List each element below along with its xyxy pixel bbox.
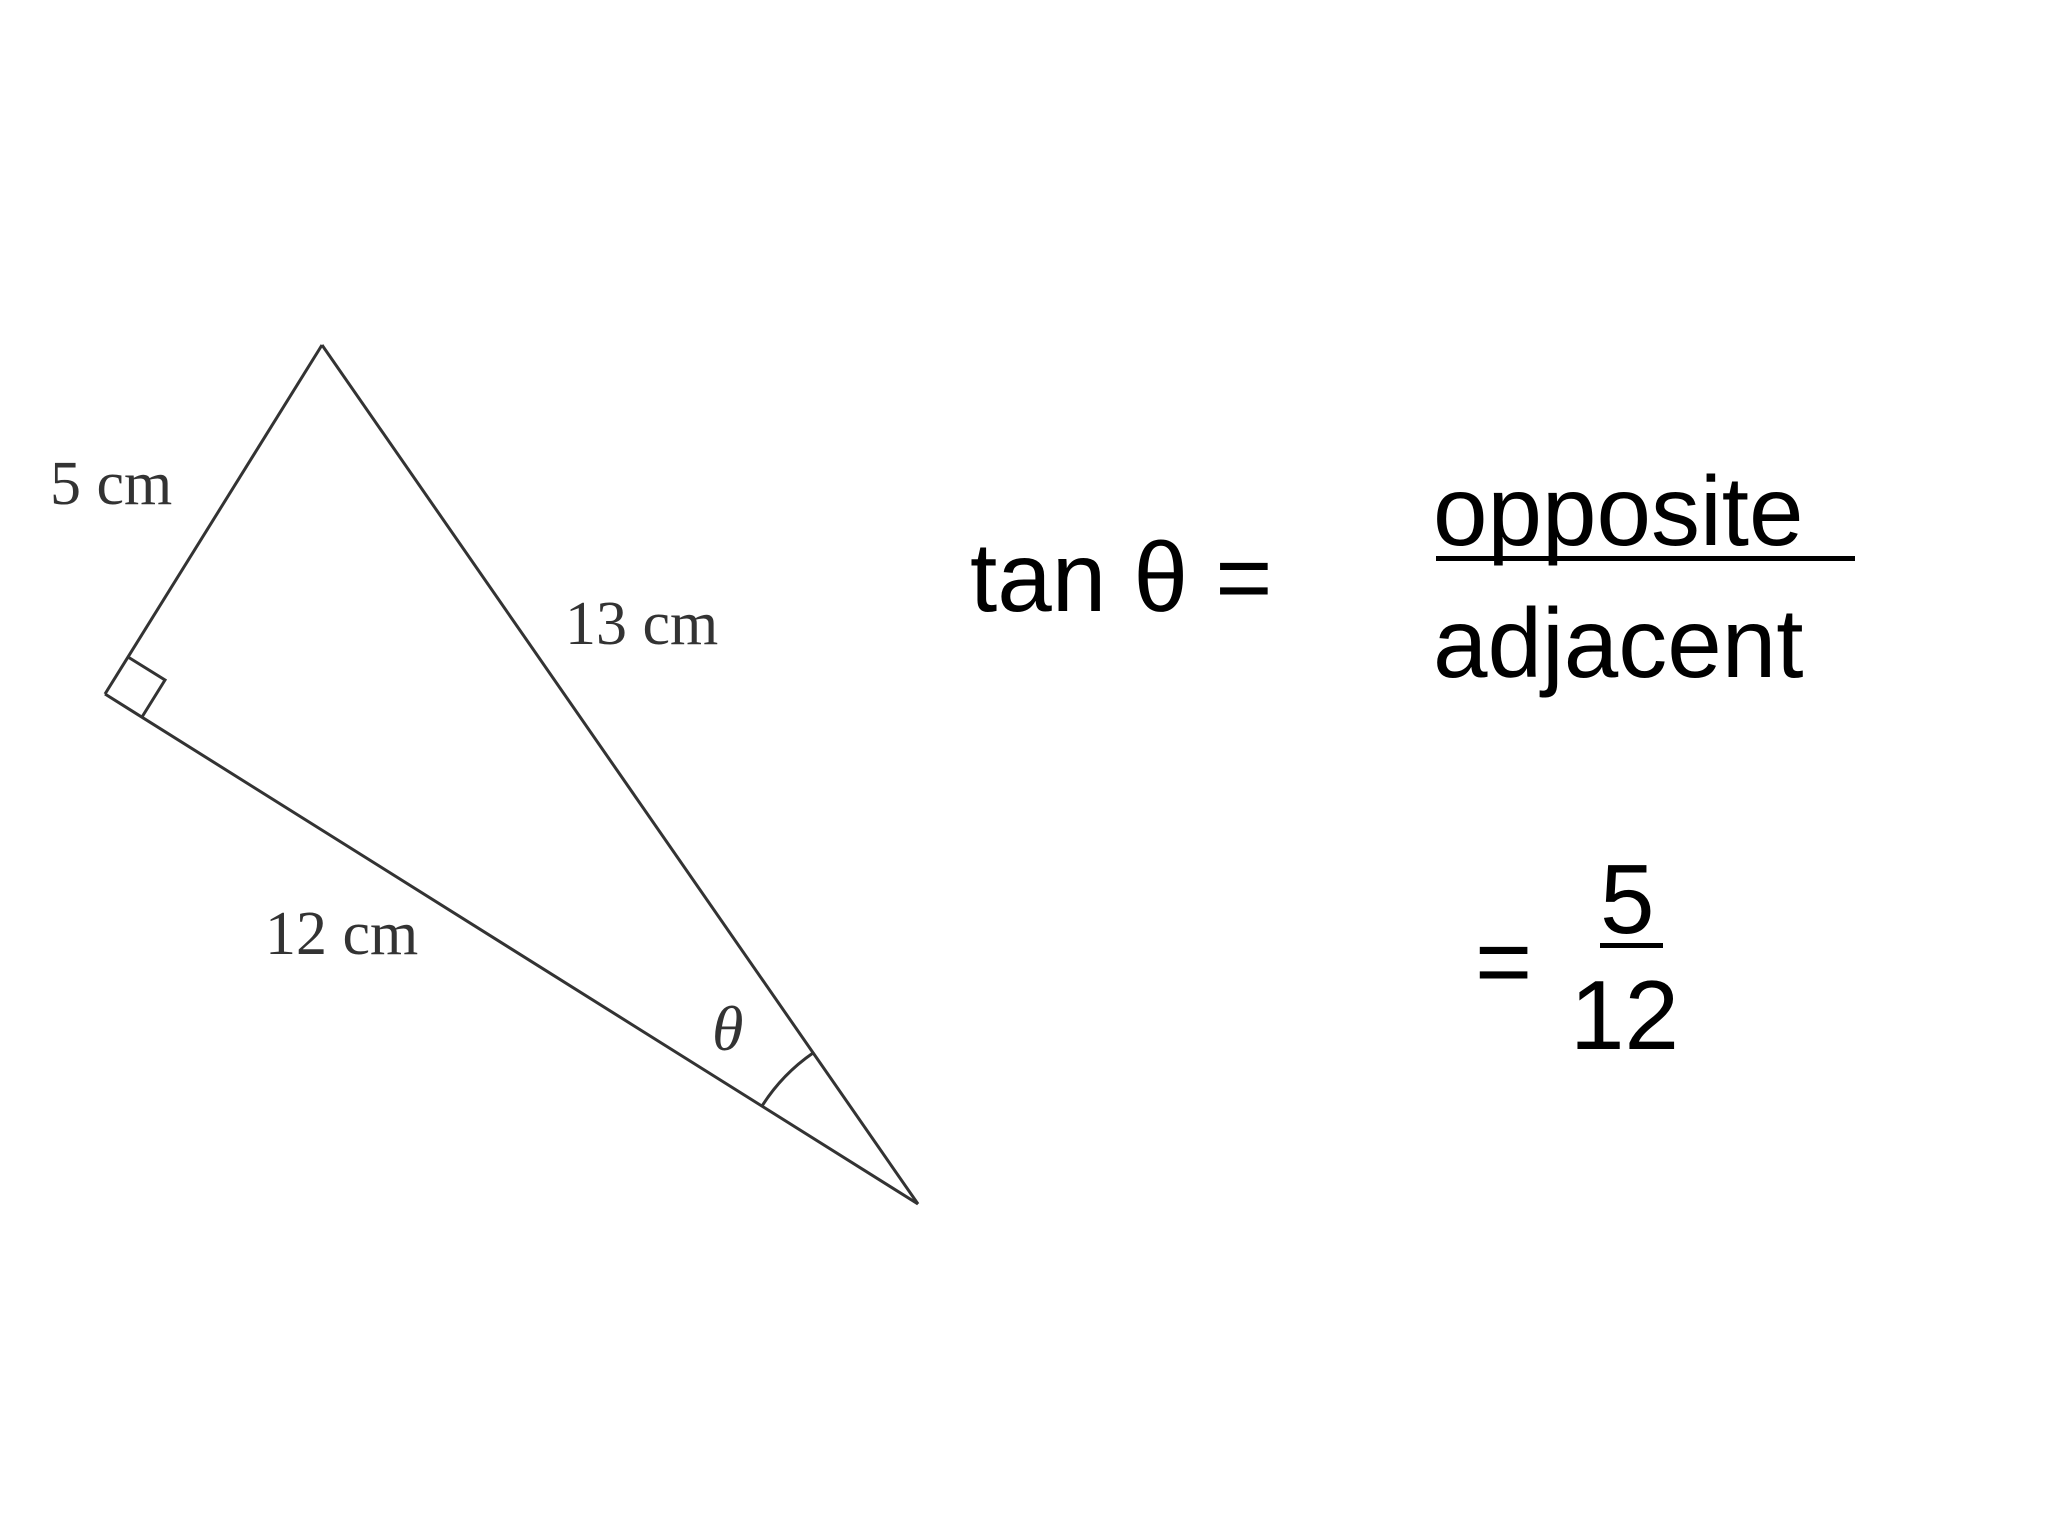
theta-label: θ <box>712 993 743 1064</box>
result-denominator: 12 <box>1570 960 1680 1070</box>
angle-arc <box>760 1051 814 1107</box>
long-leg-line <box>104 692 919 1206</box>
short-leg-line <box>103 344 324 695</box>
result-equals-sign: = <box>1475 906 1533 1016</box>
short-leg-label: 5 cm <box>50 450 172 518</box>
tan-expression: tan θ = <box>970 522 1273 632</box>
hypotenuse-line <box>320 344 920 1205</box>
fraction-denominator-adjacent: adjacent <box>1433 588 1804 698</box>
fraction-bar <box>1436 556 1855 561</box>
hypotenuse-label: 13 cm <box>565 590 718 658</box>
right-angle-marker <box>127 655 168 718</box>
fraction-numerator-opposite: opposite <box>1433 456 1804 566</box>
result-numerator: 5 <box>1600 844 1655 954</box>
long-leg-label: 12 cm <box>265 900 418 968</box>
result-fraction-bar <box>1600 943 1663 948</box>
